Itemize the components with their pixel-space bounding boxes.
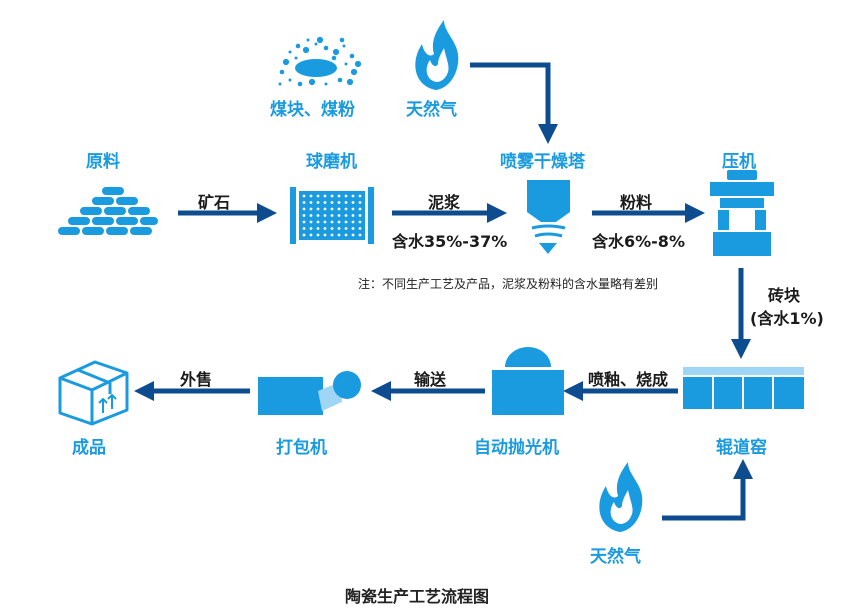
ball-mill-icon <box>290 187 374 244</box>
node-label-kiln: 辊道窑 <box>716 438 767 458</box>
bricks-pile-icon <box>58 187 158 235</box>
node-label-polisher: 自动抛光机 <box>474 438 559 458</box>
polisher-icon <box>492 347 564 415</box>
node-label-press: 压机 <box>722 152 756 172</box>
edge-label-slurry-water: 含水35%-37% <box>392 232 508 251</box>
flame-icon <box>415 20 459 90</box>
edge-label-convey: 输送 <box>414 370 447 389</box>
node-label-coal: 煤块、煤粉 <box>270 100 355 120</box>
edge-label-sell: 外售 <box>180 370 213 389</box>
press-icon <box>710 170 774 256</box>
edge-label-powder: 粉料 <box>620 193 653 212</box>
roller-kiln-icon <box>683 367 804 409</box>
node-label-raw-material: 原料 <box>86 152 120 172</box>
box-icon <box>58 360 129 426</box>
edge-label-brick: 砖块 <box>768 286 801 305</box>
edge-label-brick-water: (含水1%) <box>750 309 824 328</box>
spray-tower-icon <box>527 180 570 254</box>
footnote: 注：不同生产工艺及产品，泥浆及粉料的含水量略有差别 <box>358 277 659 291</box>
arrow-gas-to-kiln <box>662 459 753 521</box>
edge-label-glaze-fire: 喷釉、烧成 <box>588 370 669 389</box>
diagram-caption: 陶瓷生产工艺流程图 <box>345 587 490 606</box>
flow-arrows <box>134 62 753 521</box>
packer-icon <box>258 371 361 415</box>
coal-icon <box>278 36 362 87</box>
node-label-packer: 打包机 <box>276 438 327 458</box>
arrow-gas-to-tower <box>470 62 558 144</box>
flame-icon <box>599 462 643 532</box>
edge-label-ore: 矿石 <box>198 193 231 212</box>
node-label-gas-top: 天然气 <box>406 100 457 120</box>
node-label-gas-bottom: 天然气 <box>590 547 641 567</box>
edge-label-powder-water: 含水6%-8% <box>592 232 685 251</box>
node-label-spray-tower: 喷雾干燥塔 <box>500 152 585 172</box>
node-label-product: 成品 <box>72 438 106 458</box>
edge-label-slurry: 泥浆 <box>428 193 461 212</box>
node-label-ball-mill: 球磨机 <box>306 152 357 172</box>
